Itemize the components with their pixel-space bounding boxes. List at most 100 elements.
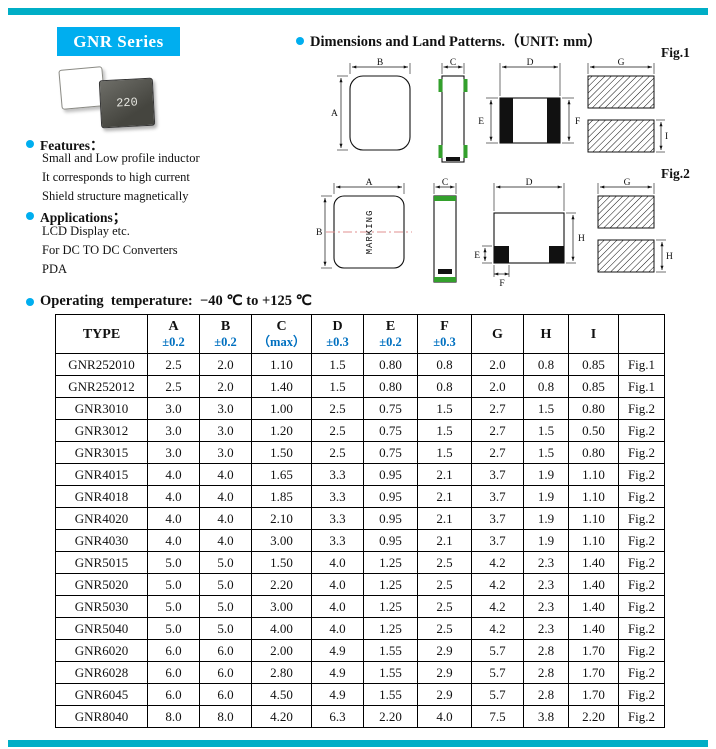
dim-value-cell: 2.1 xyxy=(417,507,472,530)
dim-value-cell: 2.10 xyxy=(251,507,312,530)
fig2-terminal-right xyxy=(549,246,564,263)
dim-value-cell: 4.2 xyxy=(471,617,524,640)
dim-value-cell: 1.40 xyxy=(568,595,619,618)
dim-value-cell: 4.0 xyxy=(147,485,200,508)
inductor-marking-text: 220 xyxy=(115,95,139,111)
dim-value-cell: 0.50 xyxy=(568,419,619,442)
col-letter: C xyxy=(276,319,287,334)
dim-label-c: C xyxy=(442,178,448,188)
type-cell: GNR5040 xyxy=(55,617,148,640)
dim-value-cell: 1.9 xyxy=(523,463,569,486)
figure-ref-cell: Fig.2 xyxy=(618,683,665,706)
col-header-h: H xyxy=(523,314,569,354)
application-item: LCD Display etc. xyxy=(42,224,130,238)
dim-label-b: B xyxy=(377,58,383,68)
type-cell: GNR3012 xyxy=(55,419,148,442)
fig2-land-pattern xyxy=(597,183,666,273)
dim-value-cell: 2.5 xyxy=(311,419,364,442)
dim-value-cell: 4.9 xyxy=(311,639,364,662)
feature-item: Small and Low profile inductor xyxy=(42,151,200,165)
dim-value-cell: 1.5 xyxy=(417,441,472,464)
dim-value-cell: 2.0 xyxy=(199,353,252,376)
dim-value-cell: 4.2 xyxy=(471,595,524,618)
dim-value-cell: 5.7 xyxy=(471,639,524,662)
dim-value-cell: 5.0 xyxy=(199,551,252,574)
header-row: TYPE A±0.2 B±0.2 C（max） D±0.3 E±0.2 F±0.… xyxy=(55,314,665,354)
dim-value-cell: 4.0 xyxy=(311,573,364,596)
col-letter: B xyxy=(220,319,231,334)
features-list: Small and Low profile inductor It corres… xyxy=(42,149,200,206)
dim-value-cell: 2.5 xyxy=(311,441,364,464)
dim-value-cell: 0.80 xyxy=(568,397,619,420)
dim-value-cell: 0.8 xyxy=(417,375,472,398)
dim-value-cell: 1.40 xyxy=(568,573,619,596)
dim-value-cell: 2.5 xyxy=(147,375,200,398)
dim-value-cell: 3.0 xyxy=(147,397,200,420)
fig1-bottom-electrode xyxy=(446,157,460,161)
bottom-border-bar xyxy=(8,740,708,747)
type-cell: GNR252012 xyxy=(55,375,148,398)
dim-value-cell: 4.0 xyxy=(199,507,252,530)
dim-value-cell: 2.0 xyxy=(471,375,524,398)
dim-value-cell: 2.80 xyxy=(251,661,312,684)
dim-label-i: I xyxy=(665,132,668,142)
dim-value-cell: 4.0 xyxy=(147,529,200,552)
type-cell: GNR6045 xyxy=(55,683,148,706)
dim-value-cell: 0.8 xyxy=(523,375,569,398)
dim-value-cell: 8.0 xyxy=(147,705,200,728)
dim-value-cell: 1.55 xyxy=(363,639,418,662)
dim-value-cell: 3.00 xyxy=(251,529,312,552)
marking-label: MARKING xyxy=(365,210,375,255)
dim-value-cell: 1.5 xyxy=(417,397,472,420)
col-header-a: A±0.2 xyxy=(147,314,200,354)
dim-value-cell: 1.5 xyxy=(311,353,364,376)
dim-value-cell: 2.20 xyxy=(363,705,418,728)
figure-ref-cell: Fig.2 xyxy=(618,419,665,442)
col-letter: E xyxy=(385,319,396,334)
dim-value-cell: 4.9 xyxy=(311,661,364,684)
col-header-d: D±0.3 xyxy=(311,314,364,354)
bullet-icon xyxy=(26,212,34,220)
dim-value-cell: 4.0 xyxy=(311,595,364,618)
type-cell: GNR3010 xyxy=(55,397,148,420)
dim-value-cell: 0.85 xyxy=(568,375,619,398)
dim-value-cell: 5.0 xyxy=(147,573,200,596)
dim-label-f: F xyxy=(499,279,504,289)
top-border-bar xyxy=(8,8,708,15)
fig2-bottom-electrode xyxy=(438,269,452,274)
dim-value-cell: 3.3 xyxy=(311,463,364,486)
inductor-photo-right: 220 xyxy=(98,77,156,129)
dim-value-cell: 1.10 xyxy=(568,485,619,508)
dim-value-cell: 1.70 xyxy=(568,639,619,662)
dim-value-cell: 5.7 xyxy=(471,683,524,706)
dim-value-cell: 2.9 xyxy=(417,661,472,684)
fig1-drawings: B A C D E xyxy=(331,58,668,163)
dim-value-cell: 6.0 xyxy=(199,639,252,662)
dim-value-cell: 2.7 xyxy=(471,441,524,464)
col-letter: H xyxy=(540,326,552,342)
dim-value-cell: 0.95 xyxy=(363,485,418,508)
dim-value-cell: 0.95 xyxy=(363,507,418,530)
dim-value-cell: 1.20 xyxy=(251,419,312,442)
dim-value-cell: 1.9 xyxy=(523,529,569,552)
fig2-label: Fig.2 xyxy=(661,166,690,181)
dim-value-cell: 2.20 xyxy=(251,573,312,596)
dim-value-cell: 3.8 xyxy=(523,705,569,728)
dim-value-cell: 6.0 xyxy=(147,683,200,706)
fig1-land-pattern xyxy=(587,63,665,153)
fig2-terminal-pads xyxy=(434,196,456,282)
applications-list: LCD Display etc. For DC TO DC Converters… xyxy=(42,222,178,279)
dim-value-cell: 5.0 xyxy=(199,573,252,596)
dim-value-cell: 2.0 xyxy=(471,353,524,376)
figure-ref-cell: Fig.2 xyxy=(618,617,665,640)
fig1-terminal-left xyxy=(500,98,513,143)
figure-ref-cell: Fig.2 xyxy=(618,705,665,728)
col-letter: G xyxy=(492,326,503,342)
dim-value-cell: 1.55 xyxy=(363,661,418,684)
col-tolerance: ±0.3 xyxy=(326,335,349,349)
bullet-icon xyxy=(296,36,304,45)
